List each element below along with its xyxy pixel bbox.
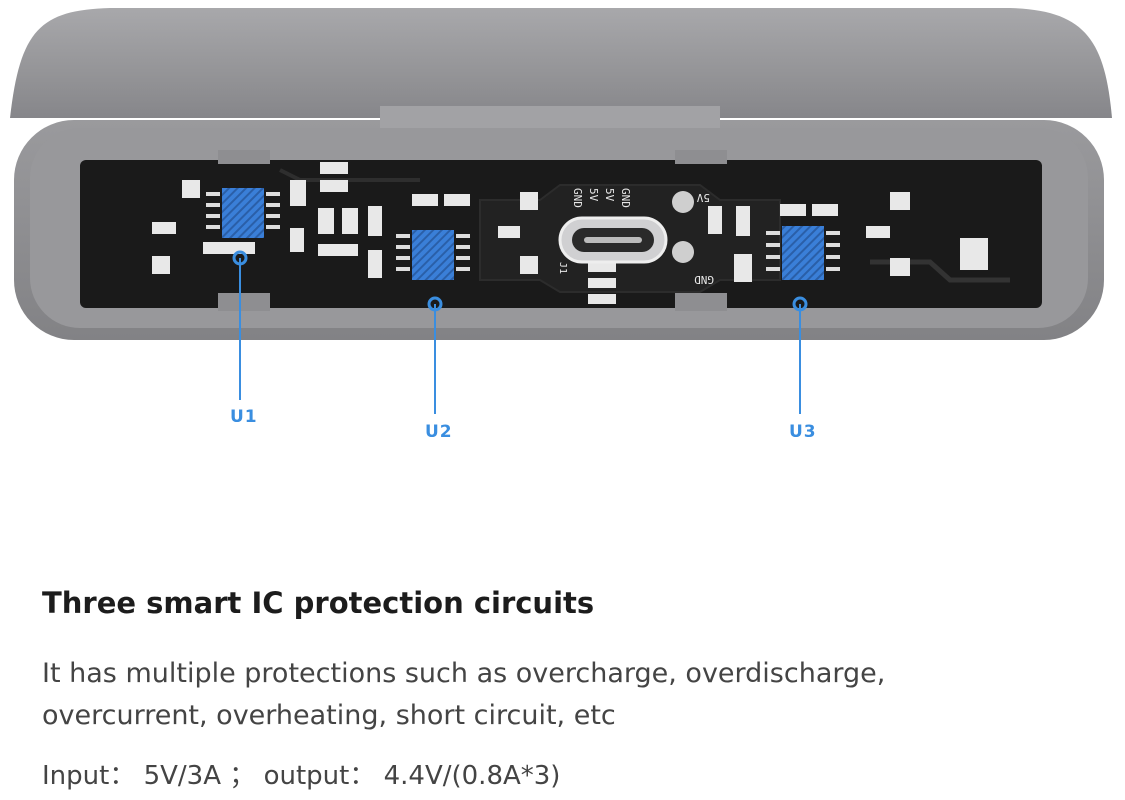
test-pad-gnd — [672, 241, 694, 263]
silk-label-gnd: GND — [694, 273, 714, 286]
ic-chip-u2 — [396, 230, 470, 280]
callout-marker-u3 — [792, 296, 808, 414]
silk-pin-5v-2: 5V — [603, 188, 616, 202]
silk-pin-gnd-2: GND — [619, 188, 632, 208]
feature-heading: Three smart IC protection circuits — [42, 586, 595, 620]
silk-label-5v: 5V — [696, 191, 710, 204]
smd-components — [152, 162, 988, 304]
input-label: Input： — [42, 761, 136, 791]
spec-separator: ； — [229, 761, 256, 791]
silk-label-j1: J1 — [557, 262, 568, 274]
callout-label-u1: U1 — [230, 407, 258, 427]
ic-chip-u1 — [206, 188, 280, 238]
silk-pin-5v-1: 5V — [587, 188, 600, 202]
input-value: 5V/3A — [143, 761, 222, 791]
callout-label-u3: U3 — [789, 422, 817, 442]
callout-marker-u1 — [232, 250, 248, 400]
usb-c-port — [558, 216, 668, 264]
callout-label-u2: U2 — [425, 422, 453, 442]
spec-line: Input： 5V/3A ； output： 4.4V/(0.8A*3) — [42, 755, 560, 792]
callout-marker-u2 — [427, 296, 443, 414]
case-lid — [10, 8, 1112, 118]
ic-chip-u3 — [766, 226, 840, 280]
product-illustration: GND 5V 5V GND 5V GND J1 — [10, 8, 1112, 414]
feature-description: It has multiple protections such as over… — [42, 653, 1082, 737]
silk-pin-gnd-1: GND — [571, 188, 584, 208]
test-pad-5v — [672, 191, 694, 213]
description-line-2: overcurrent, overheating, short circuit,… — [42, 700, 616, 731]
description-line-1: It has multiple protections such as over… — [42, 658, 886, 689]
output-value: 4.4V/(0.8A*3) — [383, 761, 561, 791]
output-label: output： — [263, 761, 376, 791]
